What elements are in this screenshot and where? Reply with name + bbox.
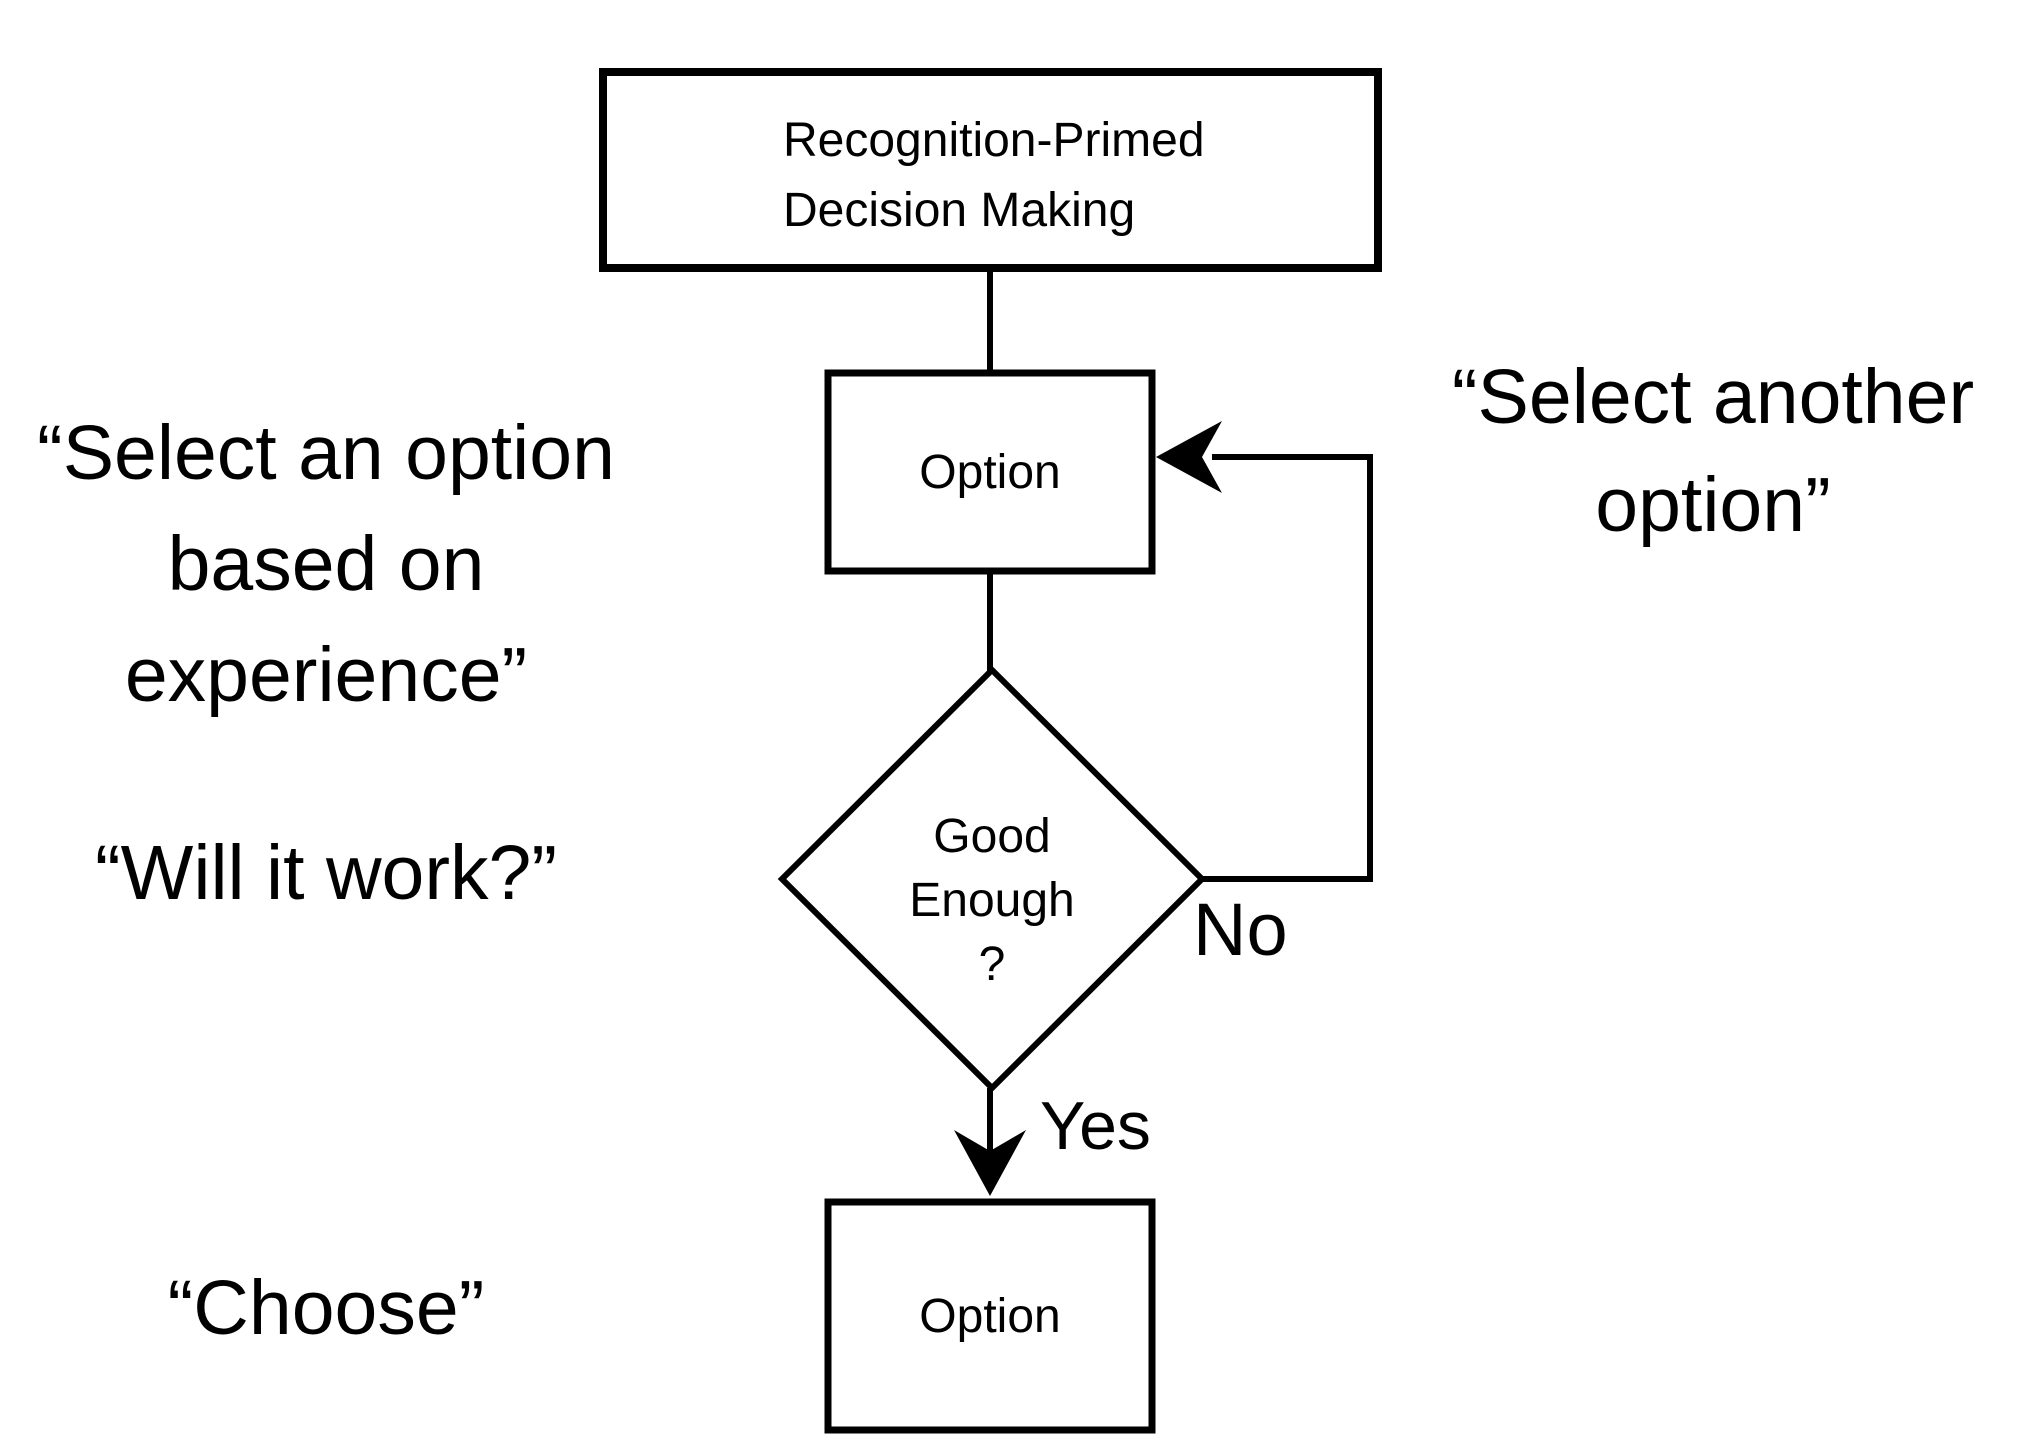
option-box-bottom-outline (824, 1198, 1156, 1434)
diamond-line-3: ? (978, 938, 1006, 991)
option-box-bottom-label: Option (919, 1289, 1061, 1343)
no-loop-line (1202, 454, 1373, 882)
diamond-line-1: Good (933, 810, 1051, 863)
annotation-select-an-option-line-1: “Select an option (37, 410, 615, 496)
title-box-text: Recognition-Primed Decision Making (783, 106, 1205, 246)
option-box-top-label: Option (919, 445, 1061, 499)
annotation-select-an-option-line-3: experience” (124, 632, 528, 718)
yes-edge-label: Yes (1040, 1088, 1151, 1164)
arrowhead-left-icon (1156, 421, 1222, 493)
annotation-select-an-option: “Select an option based on experience” (24, 398, 628, 731)
annotation-select-another-option: “Select another option” (1430, 343, 1996, 559)
no-edge-label: No (1193, 888, 1288, 971)
title-line-1: Recognition-Primed (783, 114, 1205, 167)
annotation-choose: “Choose” (167, 1265, 485, 1351)
title-line-2: Decision Making (783, 184, 1136, 237)
annotation-select-an-option-line-2: based on (167, 521, 485, 607)
annotation-will-it-work: “Will it work?” (95, 830, 557, 916)
decision-diamond-text: Good Enough ? (792, 805, 1192, 997)
annotation-select-another-line-1: “Select another (1451, 354, 1975, 440)
diamond-line-2: Enough (909, 874, 1075, 927)
arrowhead-down-icon (954, 1130, 1026, 1196)
annotation-select-another-line-2: option” (1595, 462, 1831, 548)
